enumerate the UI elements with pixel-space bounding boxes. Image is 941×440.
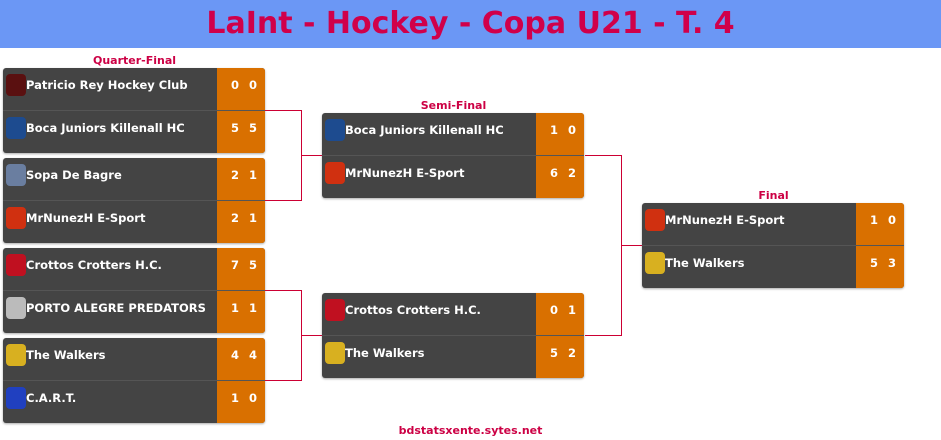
team-logo-icon: [6, 117, 26, 139]
team-name: The Walkers: [665, 256, 745, 270]
score-1: 5: [550, 346, 559, 360]
score-2: 0: [888, 213, 897, 227]
score-2: 1: [568, 303, 577, 317]
connector: [585, 155, 621, 156]
connector: [265, 380, 301, 381]
score-1: 2: [231, 211, 240, 225]
score-2: 1: [249, 301, 258, 315]
team-logo-icon: [6, 297, 26, 319]
score-2: 4: [249, 348, 258, 362]
page-title: LaInt - Hockey - Copa U21 - T. 4: [206, 6, 735, 41]
team-name: The Walkers: [345, 346, 425, 360]
team-logo-icon: [6, 344, 26, 366]
score-1: 1: [231, 391, 240, 405]
connector: [585, 335, 621, 336]
connector: [265, 290, 301, 291]
round-label-quarter-final: Quarter-Final: [92, 54, 177, 67]
score-1: 2: [231, 168, 240, 182]
score-1: 4: [231, 348, 240, 362]
score-1: 1: [231, 301, 240, 315]
connector: [265, 110, 301, 111]
team-logo-icon: [6, 387, 26, 409]
score-2: 1: [249, 168, 258, 182]
team-name: MrNunezH E-Sport: [665, 213, 785, 227]
team-logo-icon: [6, 74, 26, 96]
team-logo-icon: [6, 254, 26, 276]
connector: [265, 200, 301, 201]
score-1: 7: [231, 258, 240, 272]
score-2: 0: [249, 391, 258, 405]
score-1: 1: [870, 213, 879, 227]
footer-link[interactable]: bdstatsxente.sytes.net: [398, 424, 543, 437]
team-name: MrNunezH E-Sport: [26, 211, 146, 225]
score-1: 6: [550, 166, 559, 180]
score-2: 1: [249, 211, 258, 225]
team-name: C.A.R.T.: [26, 391, 77, 405]
team-logo-icon: [325, 119, 345, 141]
score-1: 5: [870, 256, 879, 270]
team-logo-icon: [645, 209, 665, 231]
team-name: MrNunezH E-Sport: [345, 166, 465, 180]
team-name: Crottos Crotters H.C.: [345, 303, 481, 317]
score-2: 0: [568, 123, 577, 137]
connector: [301, 155, 322, 156]
connector: [621, 245, 642, 246]
team-name: Sopa De Bagre: [26, 168, 122, 182]
team-logo-icon: [325, 299, 345, 321]
team-name: Boca Juniors Killenall HC: [345, 123, 504, 137]
score-1: 1: [550, 123, 559, 137]
score-1: 0: [550, 303, 559, 317]
team-name: Boca Juniors Killenall HC: [26, 121, 185, 135]
team-name: The Walkers: [26, 348, 106, 362]
team-logo-icon: [6, 164, 26, 186]
header-bar: LaInt - Hockey - Copa U21 - T. 4: [0, 0, 941, 48]
score-1: 0: [231, 78, 240, 92]
team-logo-icon: [325, 162, 345, 184]
score-1: 5: [231, 121, 240, 135]
team-name: Patricio Rey Hockey Club: [26, 78, 188, 92]
team-name: Crottos Crotters H.C.: [26, 258, 162, 272]
connector: [301, 335, 322, 336]
score-2: 2: [568, 346, 577, 360]
score-2: 5: [249, 121, 258, 135]
round-label-final: Final: [758, 189, 789, 202]
score-2: 2: [568, 166, 577, 180]
round-label-semi-final: Semi-Final: [420, 99, 487, 112]
team-logo-icon: [6, 207, 26, 229]
team-logo-icon: [325, 342, 345, 364]
score-2: 3: [888, 256, 897, 270]
team-name: PORTO ALEGRE PREDATORS: [26, 301, 206, 315]
team-logo-icon: [645, 252, 665, 274]
score-2: 0: [249, 78, 258, 92]
score-2: 5: [249, 258, 258, 272]
